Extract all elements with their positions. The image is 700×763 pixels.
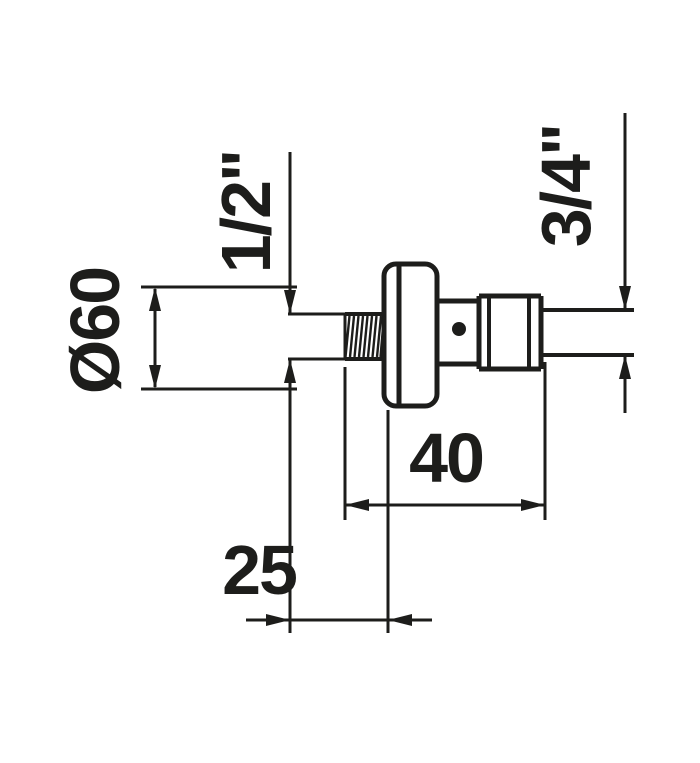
flange — [381, 261, 440, 409]
arrow-down-icon — [149, 365, 161, 389]
set-screw-dot — [452, 322, 466, 336]
dimension-diameter: Ø60 — [56, 268, 297, 394]
outlet-lines — [541, 308, 634, 357]
dimension-label-offset: 25 — [222, 531, 296, 609]
dimension-label-inlet-thread: 1/2" — [207, 151, 285, 274]
dimension-projection: 40 — [343, 362, 547, 520]
inlet-threaded-pipe — [288, 312, 386, 361]
dimension-offset: 25 — [222, 410, 432, 633]
thread-hatching — [344, 315, 386, 358]
arrow-up-icon — [619, 355, 631, 379]
dimension-inlet-thread: 1/2" — [207, 151, 296, 633]
arrow-right-icon — [521, 499, 545, 511]
outlet-shaft — [437, 298, 479, 367]
dimension-label-outlet-thread: 3/4" — [527, 125, 605, 248]
arrow-right-icon — [266, 614, 290, 626]
arrow-left-icon — [388, 614, 412, 626]
dimension-label-diameter: Ø60 — [56, 268, 134, 394]
arrow-down-icon — [619, 286, 631, 310]
dimension-outlet-thread: 3/4" — [527, 113, 631, 413]
arrow-up-icon — [149, 287, 161, 311]
flange-body — [381, 261, 440, 409]
arrow-up-icon — [284, 359, 296, 383]
part-outline — [288, 261, 634, 409]
arrow-down-icon — [284, 290, 296, 314]
dimension-label-projection: 40 — [409, 419, 483, 497]
hex-nut — [476, 293, 544, 372]
arrow-left-icon — [345, 499, 369, 511]
